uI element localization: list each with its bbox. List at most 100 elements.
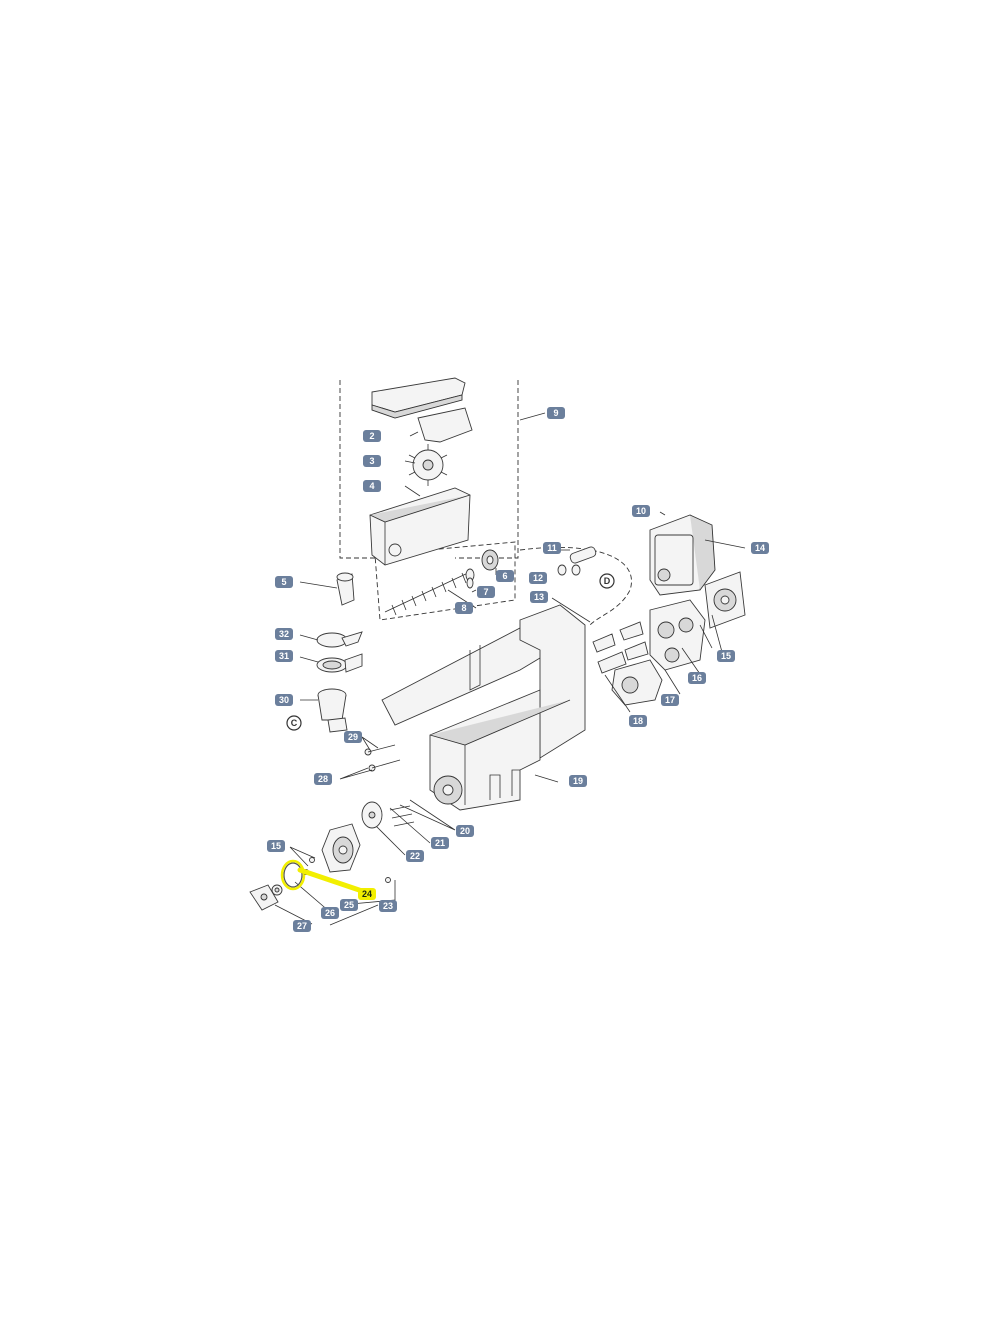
callout-badge [751,542,769,554]
callout-badge [363,480,381,492]
callout-number: 17 [665,695,675,705]
fan-impeller [271,884,283,896]
callout-number: 31 [279,651,289,661]
mixing-bowl [317,688,348,733]
callout-badge [363,455,381,467]
callout-number: 12 [533,573,543,583]
callout-c21: 21 [431,837,449,849]
hopper-box [369,487,471,566]
callout-badge [569,775,587,787]
callout-badge [340,899,358,911]
callout-badge [275,576,293,588]
callout-number: 30 [279,695,289,705]
callout-c30: 30 [275,694,293,706]
callout-cD: D [599,573,615,589]
motor-gearbox [649,514,716,596]
callout-c2: 2 [363,430,381,442]
callout-c3: 3 [363,455,381,467]
agitator-gear [408,444,448,486]
callout-c15b: 15 [267,840,285,852]
callout-c25: 25 [340,899,358,911]
callout-badge [431,837,449,849]
callout-c23: 23 [379,900,397,912]
callout-c15a: 15 [717,650,735,662]
callout-badge [275,650,293,662]
callout-c19: 19 [569,775,587,787]
callout-number: 5 [281,577,286,587]
callout-number: 24 [362,889,372,899]
callout-badge [661,694,679,706]
callout-number: 6 [502,571,507,581]
callout-badge [530,591,548,603]
callout-number: D [604,576,611,586]
callout-badge [629,715,647,727]
callout-number: 8 [461,603,466,613]
callout-badge [293,920,311,932]
callout-cC: C [286,715,302,731]
callout-c7: 7 [477,586,495,598]
callout-badge [344,731,362,743]
callout-badge [599,573,615,589]
gasket-ring [280,859,306,891]
callout-c31: 31 [275,650,293,662]
callout-number: 22 [410,851,420,861]
callout-c9: 9 [547,407,565,419]
callout-c5: 5 [275,576,293,588]
cooling-fan [704,571,746,629]
callout-number: 21 [435,838,445,848]
callout-number: 9 [553,408,558,418]
callout-badge [632,505,650,517]
callout-c10: 10 [632,505,650,517]
pump-assembly [649,599,706,671]
callout-number: C [291,718,298,728]
callout-number: 32 [279,629,289,639]
mixing-cup-ring [316,653,363,673]
callout-c24: 24 [358,888,376,900]
drive-plate [361,801,415,829]
callout-number: 29 [348,732,358,742]
callout-badge [267,840,285,852]
callout-badge [477,586,495,598]
callout-badge [496,570,514,582]
callout-badge [321,907,339,919]
washer [466,577,474,589]
callout-badge [717,650,735,662]
callout-c14: 14 [751,542,769,554]
callout-c11: 11 [543,542,561,554]
callout-c27: 27 [293,920,311,932]
highlight-leader [297,867,368,895]
callout-number: 10 [636,506,646,516]
callout-badge [314,773,332,785]
callout-badge [358,888,376,900]
callout-number: 13 [534,592,544,602]
cover-plate [417,407,473,443]
callout-number: 26 [325,908,335,918]
inlet-valve [611,659,663,706]
callout-number: 11 [547,543,557,553]
callout-badge [543,542,561,554]
hopper-lid [371,377,466,419]
callout-c22: 22 [406,850,424,862]
callout-badge [286,715,302,731]
callout-c6: 6 [496,570,514,582]
dispense-spout [336,572,355,606]
callout-c28: 28 [314,773,332,785]
callout-c16: 16 [688,672,706,684]
callout-number: 28 [318,774,328,784]
callout-badge [688,672,706,684]
callout-badge [275,694,293,706]
callout-badge [275,628,293,640]
hopper-assembly-boundary [339,380,632,626]
callout-badge [456,825,474,837]
callout-number: 7 [483,587,488,597]
callout-number: 23 [383,901,393,911]
callout-number: 4 [369,481,374,491]
callout-number: 16 [692,673,702,683]
mixer-housing [321,823,391,883]
callout-c32: 32 [275,628,293,640]
callout-c20: 20 [456,825,474,837]
callout-number: 14 [755,543,765,553]
connectors [592,621,649,674]
